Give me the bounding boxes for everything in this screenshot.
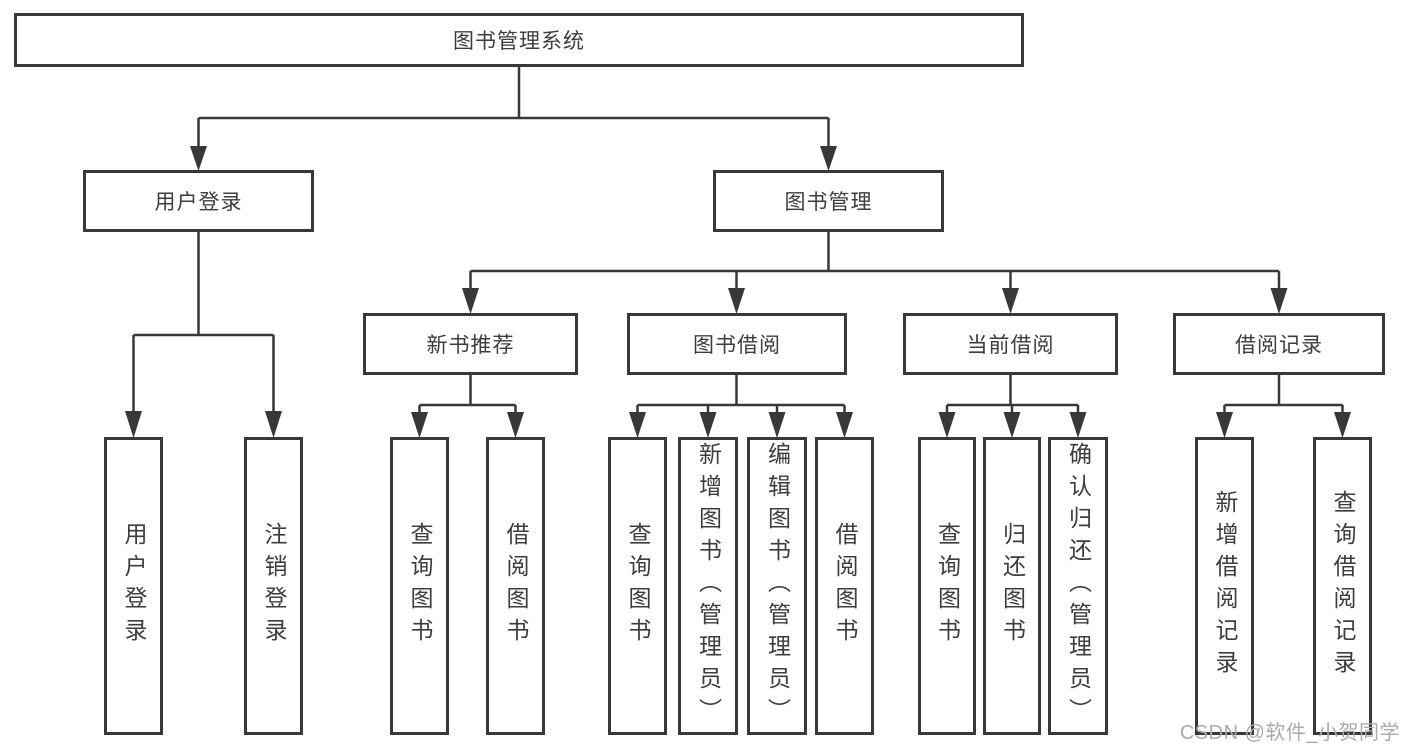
leaf-borrowing-add-books-admin-label: 新增图书（管理员） [695,442,722,730]
node-borrowing-records-label: 借阅记录 [1235,334,1323,357]
connector-paths [132,67,1344,413]
leaf-current-query-books: 查询图书 [918,437,976,735]
leaf-current-confirm-return-admin-label: 确认归还（管理员） [1065,442,1092,730]
leaf-recommend-borrow-books-label: 借阅图书 [503,522,529,650]
leaf-recommend-borrow-books: 借阅图书 [486,437,545,735]
node-new-book-recommend-label: 新书推荐 [426,334,515,357]
node-root-label: 图书管理系统 [453,30,585,53]
node-borrowing-records: 借阅记录 [1173,313,1385,375]
leaf-borrowing-borrow-books-label: 借阅图书 [832,522,858,650]
leaf-borrowing-edit-books-admin: 编辑图书（管理员） [747,437,807,735]
leaf-borrowing-edit-books-admin-label: 编辑图书（管理员） [764,442,791,730]
node-current-borrowing: 当前借阅 [903,313,1118,375]
node-user-login: 用户登录 [83,170,314,232]
leaf-borrowing-query-books-label: 查询图书 [625,522,651,650]
leaf-records-query-record: 查询借阅记录 [1313,437,1372,735]
leaf-logout-label: 注销登录 [261,522,287,650]
leaf-borrowing-query-books: 查询图书 [608,437,667,735]
csdn-watermark: CSDN @软件_小贺同学 [1179,722,1400,744]
node-book-management-label: 图书管理 [784,191,873,214]
leaf-current-query-books-label: 查询图书 [934,522,961,650]
leaf-records-add-record: 新增借阅记录 [1195,437,1254,735]
leaf-recommend-query-books-label: 查询图书 [407,522,433,650]
node-book-borrowing: 图书借阅 [627,313,847,375]
leaf-records-query-record-label: 查询借阅记录 [1330,490,1356,682]
leaf-logout: 注销登录 [244,437,303,735]
node-user-login-label: 用户登录 [154,191,243,214]
leaf-current-return-books: 归还图书 [983,437,1041,735]
node-book-management: 图书管理 [713,170,944,232]
leaf-recommend-query-books: 查询图书 [390,437,449,735]
leaf-borrowing-borrow-books: 借阅图书 [815,437,874,735]
node-book-borrowing-label: 图书借阅 [693,334,781,357]
node-new-book-recommend: 新书推荐 [363,313,578,375]
arrowheads [125,146,1351,438]
leaf-user-login: 用户登录 [104,437,163,735]
leaf-current-confirm-return-admin: 确认归还（管理员） [1048,437,1108,735]
leaf-borrowing-add-books-admin: 新增图书（管理员） [678,437,738,735]
node-current-borrowing-label: 当前借阅 [966,334,1055,357]
node-root: 图书管理系统 [14,13,1024,67]
leaf-user-login-label: 用户登录 [121,522,147,650]
leaf-current-return-books-label: 归还图书 [999,522,1026,650]
leaf-records-add-record-label: 新增借阅记录 [1212,490,1238,682]
